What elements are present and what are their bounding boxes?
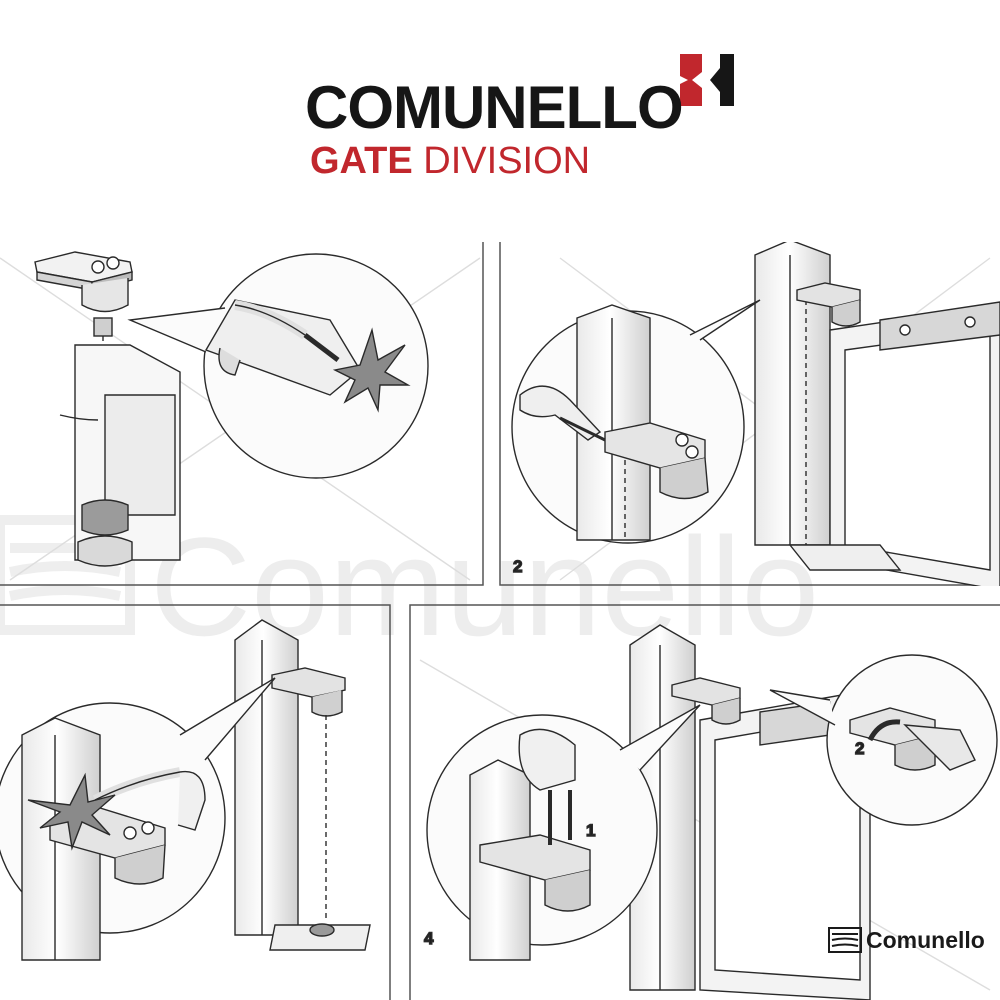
wrench-zoom-circle: 2 — [769, 654, 998, 826]
gate-post — [234, 619, 299, 936]
step-number-2: 2 — [513, 557, 522, 576]
gate-post — [754, 242, 831, 546]
marking-zoom-circle — [511, 299, 761, 544]
welding-zoom-circle — [0, 677, 276, 961]
step-number-4: 4 — [424, 929, 434, 948]
panel-4: 1 2 4 — [419, 624, 998, 1000]
panel-3 — [0, 619, 371, 961]
brand-name: COMUNELLO — [305, 74, 684, 141]
callout-bolts: 1 — [586, 821, 595, 840]
brand-subtitle: GATE DIVISION — [310, 142, 590, 180]
panel-1 — [0, 251, 481, 581]
footer-logo: Comunello — [828, 922, 998, 958]
panel-borders — [0, 242, 1000, 1000]
gate-frame — [699, 689, 871, 1000]
brand-subtitle-strong: GATE — [310, 140, 413, 182]
bolt-zoom-circle: 1 — [426, 704, 701, 961]
footer-logo-text: Comunello — [866, 926, 985, 953]
brand-header: COMUNELLO GATE DIVISION — [0, 0, 1000, 230]
panel-2: 2 — [511, 242, 1000, 586]
hinge-plate — [34, 251, 133, 313]
gate-frame — [829, 301, 1000, 586]
comunello-mark-icon — [828, 927, 862, 953]
comunello-logo-icon — [680, 54, 734, 106]
brand-subtitle-rest: DIVISION — [412, 140, 591, 182]
callout-wrench: 2 — [855, 739, 864, 758]
installation-illustrations: Comunello — [0, 242, 1000, 1000]
welding-zoom-circle — [127, 253, 429, 479]
